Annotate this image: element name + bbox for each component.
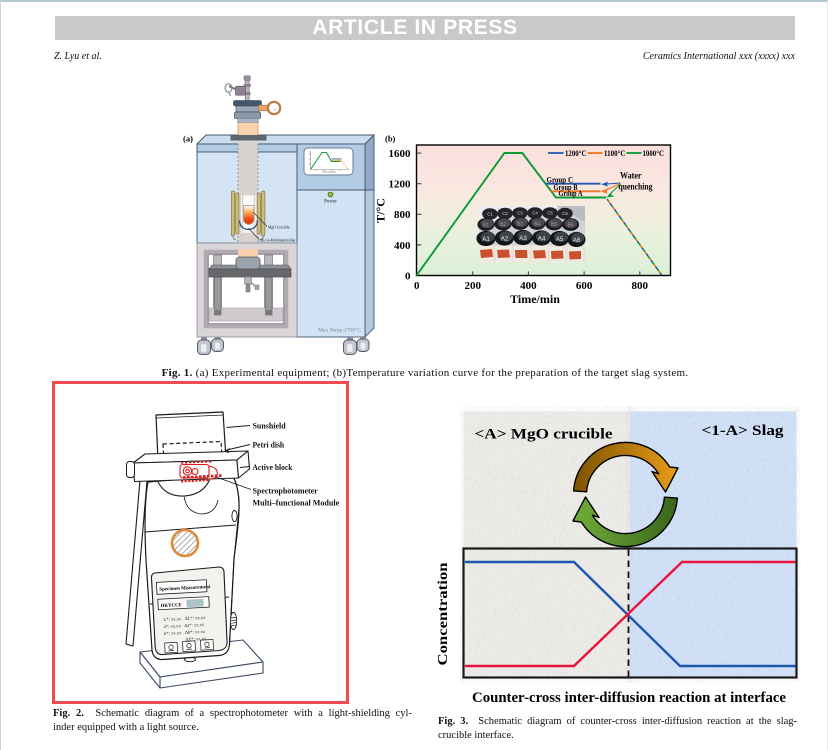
svg-text:0: 0 bbox=[405, 270, 411, 282]
svg-text:800: 800 bbox=[632, 280, 649, 292]
svg-text:C4: C4 bbox=[532, 211, 538, 216]
svg-text:C3: C3 bbox=[517, 211, 523, 216]
svg-text:Time/min: Time/min bbox=[510, 292, 560, 306]
svg-text:Max Temp:1700°C: Max Temp:1700°C bbox=[318, 327, 361, 334]
svg-text:Concentration: Concentration bbox=[436, 562, 451, 665]
svg-text:(b): (b) bbox=[385, 134, 396, 144]
svg-text:A1: A1 bbox=[482, 236, 490, 243]
svg-text:400: 400 bbox=[520, 280, 537, 292]
svg-text:quenching: quenching bbox=[619, 183, 653, 193]
svg-text:Power: Power bbox=[324, 200, 337, 205]
svg-text:A6: A6 bbox=[573, 237, 581, 244]
svg-text:B4: B4 bbox=[534, 222, 540, 228]
svg-text:800: 800 bbox=[394, 209, 411, 221]
svg-text:T/°C: T/°C bbox=[374, 198, 388, 223]
svg-text:400: 400 bbox=[394, 240, 411, 252]
svg-text:1200: 1200 bbox=[389, 179, 412, 191]
svg-text:C2: C2 bbox=[502, 211, 508, 216]
svg-text:A4: A4 bbox=[538, 236, 546, 243]
svg-text:1600: 1600 bbox=[389, 148, 412, 160]
svg-text:1000°C: 1000°C bbox=[643, 148, 664, 158]
svg-text:(a): (a) bbox=[183, 134, 193, 144]
svg-text:A3: A3 bbox=[519, 235, 527, 242]
svg-text:1100°C: 1100°C bbox=[604, 148, 625, 158]
svg-text:Group A: Group A bbox=[559, 189, 583, 198]
svg-text:1200°C: 1200°C bbox=[565, 148, 586, 158]
svg-text:B2: B2 bbox=[500, 222, 506, 228]
svg-text:C1: C1 bbox=[487, 212, 493, 217]
svg-text:C5: C5 bbox=[547, 211, 553, 216]
svg-text:MgO Crucible: MgO Crucible bbox=[268, 225, 290, 230]
svg-text:<1-A> Slag: <1-A> Slag bbox=[702, 423, 785, 439]
svg-text:A2: A2 bbox=[501, 236, 509, 243]
svg-text:600: 600 bbox=[576, 280, 593, 292]
svg-text:<A> MgO crucible: <A> MgO crucible bbox=[475, 427, 614, 443]
svg-text:B3: B3 bbox=[517, 222, 523, 228]
svg-text:C6: C6 bbox=[562, 211, 568, 216]
svg-text:B5: B5 bbox=[551, 222, 557, 228]
svg-text:Counter-cross inter-diffusion: Counter-cross inter-diffusion reaction a… bbox=[472, 690, 786, 706]
svg-text:200: 200 bbox=[464, 280, 481, 292]
svg-text:B1: B1 bbox=[483, 223, 489, 229]
svg-text:Silicon-Molybdenum Bar: Silicon-Molybdenum Bar bbox=[260, 238, 296, 243]
svg-text:0: 0 bbox=[414, 280, 420, 292]
svg-text:A5: A5 bbox=[556, 236, 564, 243]
svg-text:B6: B6 bbox=[567, 223, 573, 229]
svg-text:Water: Water bbox=[620, 172, 642, 182]
